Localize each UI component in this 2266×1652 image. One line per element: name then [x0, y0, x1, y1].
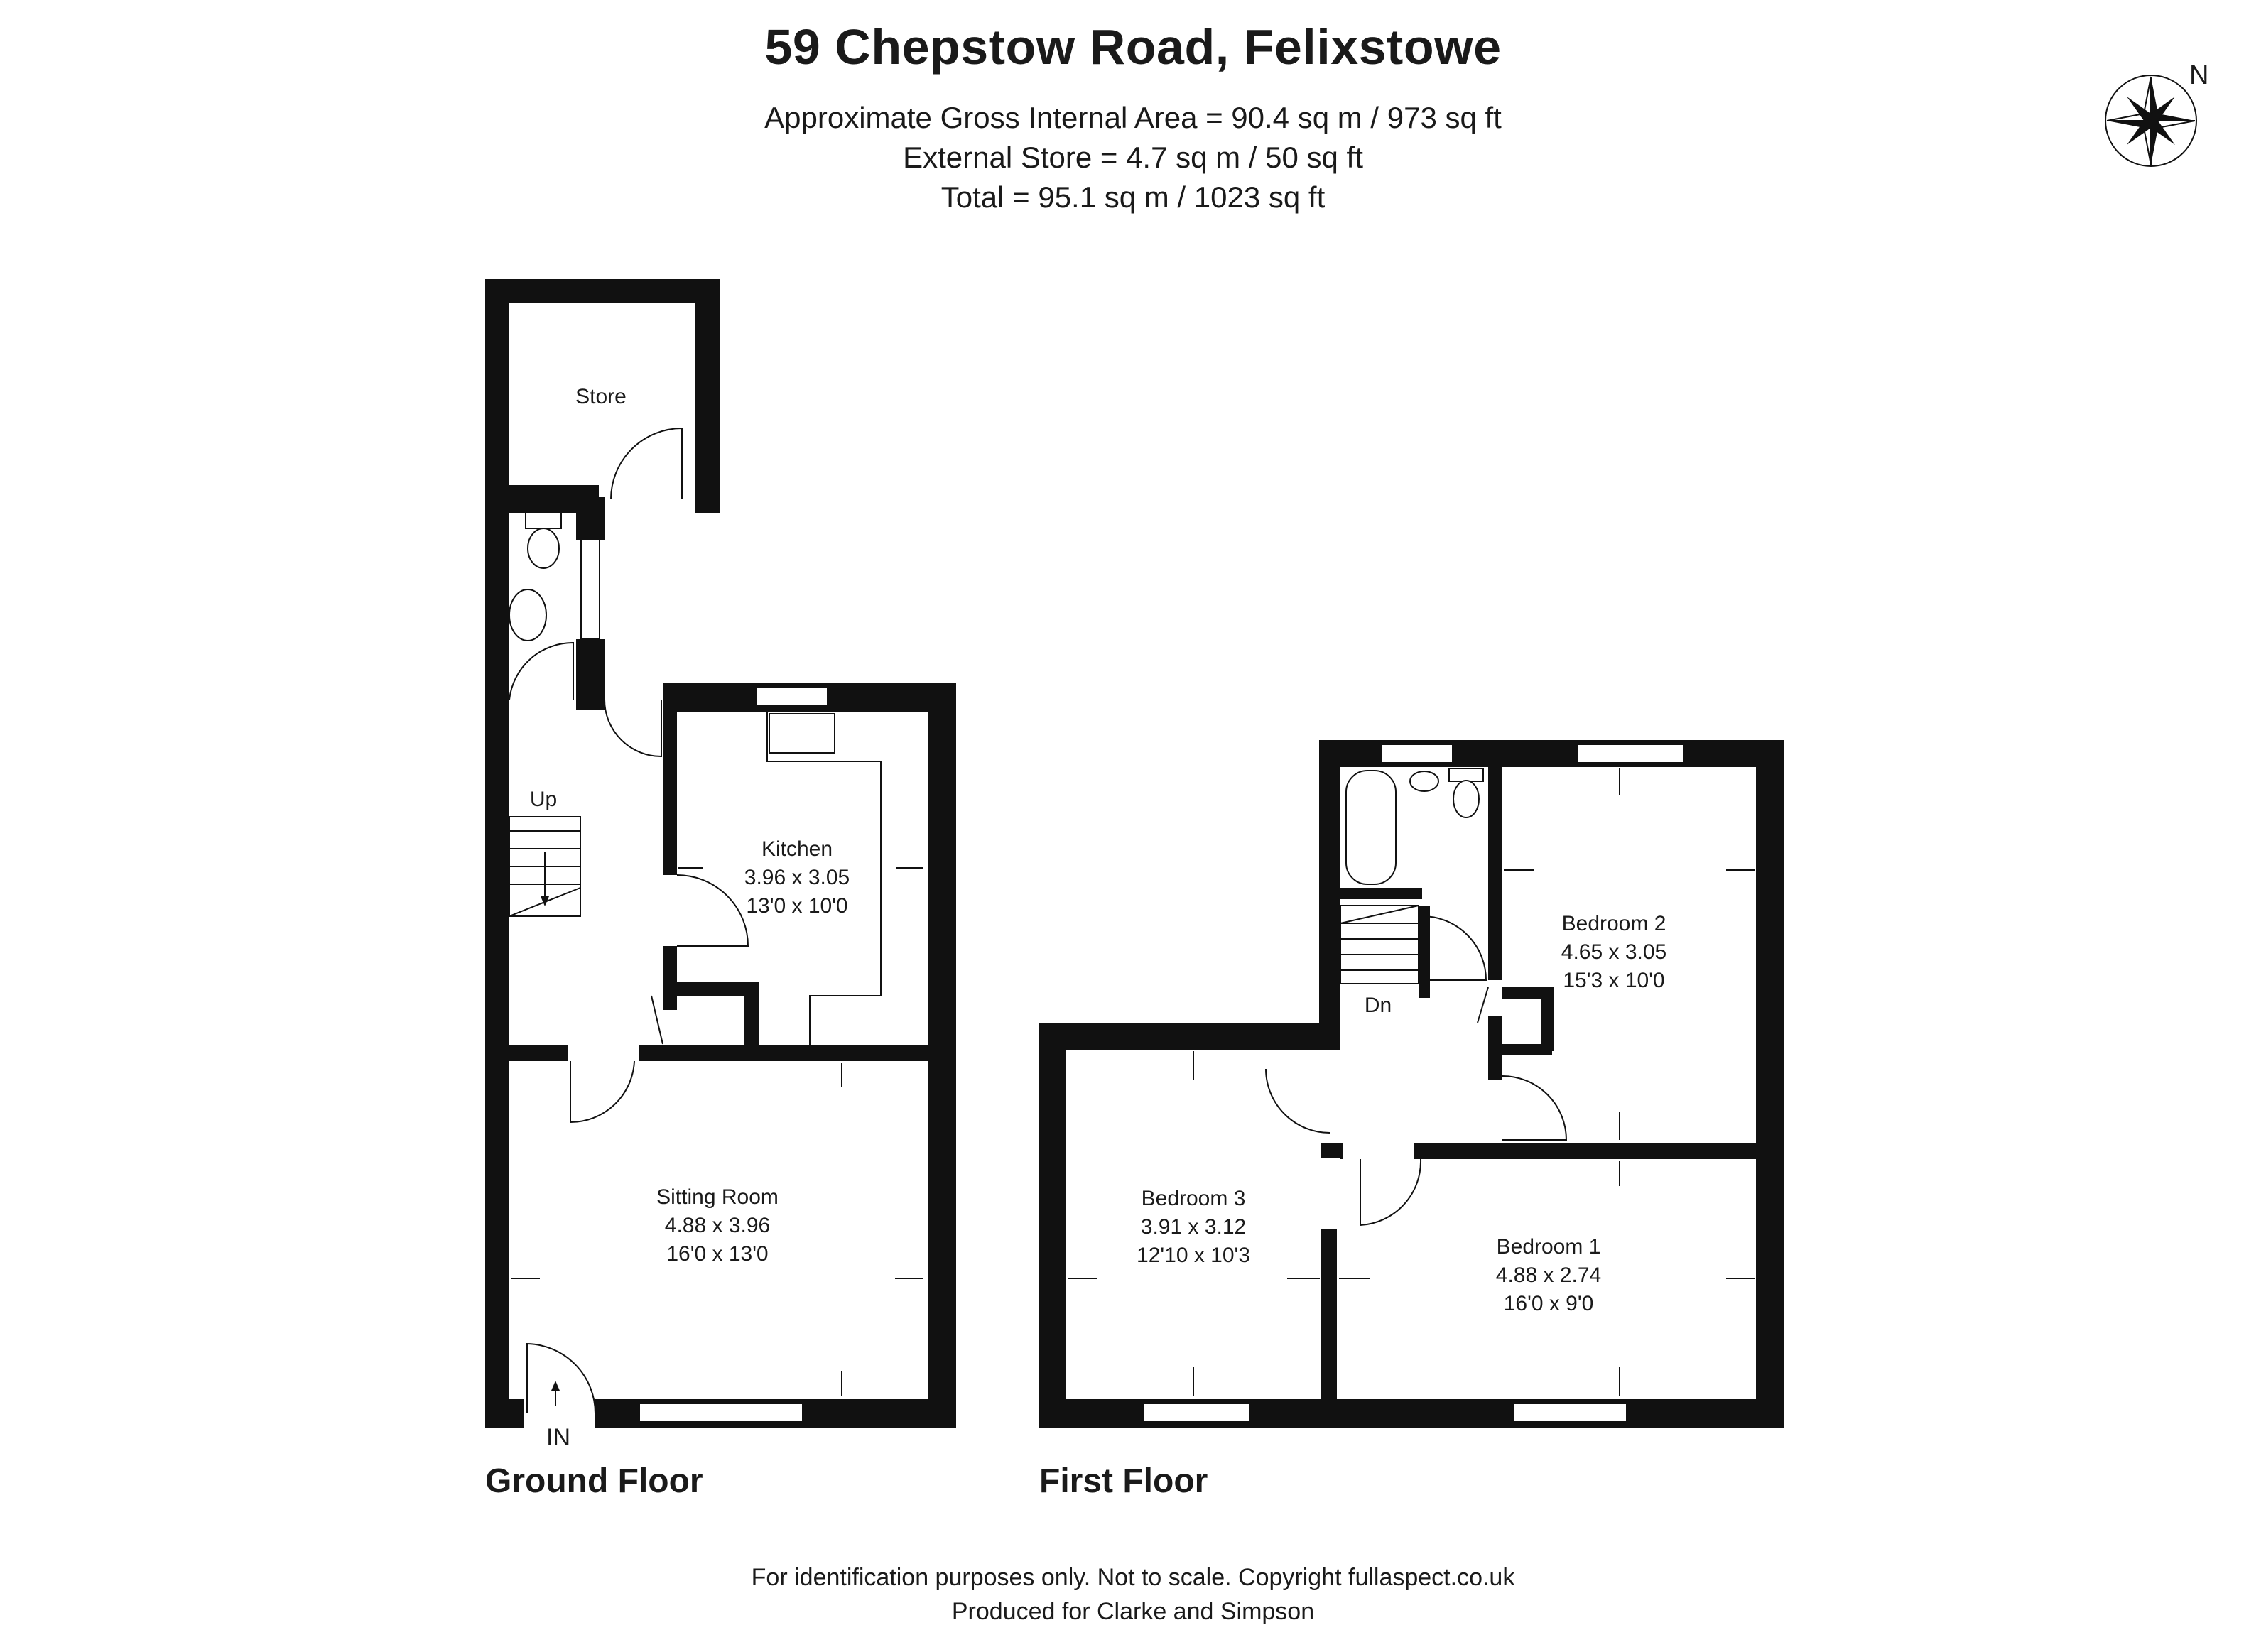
- bedroom3-window: [1143, 1403, 1251, 1423]
- stairs-down-label: Dn: [1365, 994, 1392, 1017]
- cupboard-door: [1477, 987, 1489, 1023]
- bedroom3-metric: 3.91 x 3.12: [1141, 1215, 1246, 1239]
- gross-area-text: Approximate Gross Internal Area = 90.4 s…: [764, 101, 1502, 134]
- wall: [1419, 906, 1430, 998]
- total-area-text: Total = 95.1 sq m / 1023 sq ft: [940, 180, 1326, 214]
- first-floor-label: First Floor: [1039, 1462, 1208, 1500]
- stairs-up: [509, 816, 581, 917]
- compass-icon: [2105, 75, 2197, 167]
- wall: [485, 279, 720, 303]
- bathroom-door: [1421, 915, 1487, 981]
- wall: [1319, 740, 1340, 1038]
- wall: [663, 982, 755, 996]
- cupboard-door: [651, 995, 663, 1045]
- produced-for-text: Produced for Clarke and Simpson: [951, 1598, 1315, 1625]
- hall-door: [604, 699, 662, 758]
- bedroom3-name: Bedroom 3: [1142, 1187, 1246, 1210]
- kitchen-door: [676, 874, 749, 947]
- wall: [485, 279, 509, 513]
- kitchen-window: [756, 687, 828, 707]
- bedroom2-imperial: 15'3 x 10'0: [1563, 969, 1664, 992]
- entrance-label: IN: [546, 1424, 570, 1451]
- wall: [1321, 1143, 1783, 1159]
- sitting-room-name: Sitting Room: [656, 1185, 779, 1209]
- wall: [485, 497, 509, 1428]
- ground-floor-label: Ground Floor: [485, 1462, 703, 1500]
- bedroom1-door: [1360, 1158, 1422, 1227]
- toilet-cistern: [1448, 768, 1484, 782]
- wall: [1502, 987, 1552, 999]
- bedroom2-name: Bedroom 2: [1562, 912, 1666, 935]
- toilet-cistern: [525, 512, 562, 529]
- wall: [663, 946, 677, 1010]
- sitting-room-door: [570, 1060, 635, 1124]
- wall: [663, 683, 677, 875]
- bedroom1-window: [1512, 1403, 1627, 1423]
- toilet-bowl: [1453, 780, 1480, 818]
- wall: [1541, 987, 1554, 1051]
- wall: [1039, 1023, 1066, 1428]
- kitchen-metric: 3.96 x 3.05: [744, 866, 850, 889]
- bedroom1-name: Bedroom 1: [1497, 1235, 1601, 1259]
- bathroom-window: [1381, 744, 1453, 763]
- sitting-room-metric: 4.88 x 3.96: [665, 1214, 770, 1237]
- wall: [576, 497, 605, 540]
- front-door: [526, 1342, 596, 1414]
- toilet-bowl: [527, 528, 560, 569]
- ground-floor-plan: [485, 279, 956, 1429]
- wc-door: [509, 641, 574, 700]
- wall: [485, 1045, 956, 1061]
- compass-north-label: N: [2189, 60, 2208, 90]
- wall: [744, 982, 759, 1060]
- wall: [695, 279, 720, 513]
- sitting-room-window: [639, 1403, 803, 1423]
- bedroom3-imperial: 12'10 x 10'3: [1137, 1244, 1250, 1267]
- sink: [769, 713, 835, 754]
- kitchen-name: Kitchen: [761, 837, 833, 861]
- first-floor-plan: [1039, 740, 1784, 1428]
- stairs-down: [1340, 905, 1419, 984]
- wall: [1502, 1044, 1552, 1055]
- bedroom2-door: [1502, 1075, 1568, 1141]
- bedroom2-metric: 4.65 x 3.05: [1561, 940, 1666, 964]
- window: [580, 539, 600, 640]
- bedroom3-door: [1265, 1068, 1330, 1134]
- sitting-room-imperial: 16'0 x 13'0: [666, 1242, 768, 1266]
- basin: [509, 589, 547, 641]
- wall: [1488, 1016, 1502, 1080]
- bedroom1-imperial: 16'0 x 9'0: [1504, 1292, 1594, 1315]
- wall: [1756, 740, 1784, 1428]
- wall: [1340, 888, 1422, 899]
- bedroom1-metric: 4.88 x 2.74: [1496, 1264, 1601, 1287]
- bedroom2-window: [1576, 744, 1684, 763]
- external-store-text: External Store = 4.7 sq m / 50 sq ft: [903, 141, 1363, 174]
- wall: [1488, 753, 1502, 980]
- store-door: [610, 428, 683, 500]
- basin: [1409, 771, 1439, 792]
- worktop: [766, 712, 882, 1045]
- page-title: 59 Chepstow Road, Felixstowe: [764, 19, 1502, 75]
- wall: [576, 639, 605, 710]
- wall: [1039, 1023, 1340, 1050]
- copyright-text: For identification purposes only. Not to…: [751, 1564, 1515, 1591]
- kitchen-imperial: 13'0 x 10'0: [746, 894, 847, 918]
- bath: [1345, 770, 1397, 885]
- store-label: Store: [575, 385, 627, 408]
- stairs-up-label: Up: [530, 788, 557, 811]
